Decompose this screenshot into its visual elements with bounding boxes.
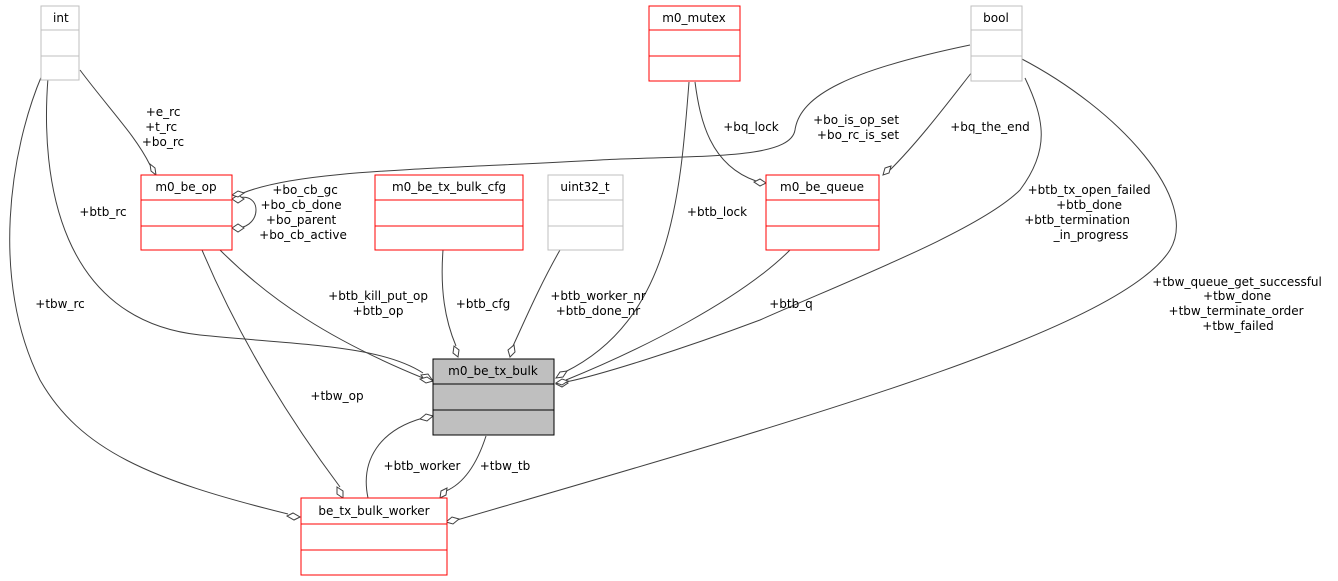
label-tbw-rc: +tbw_rc (35, 297, 84, 311)
edge-worker-to-bulk-diamond (418, 413, 435, 422)
node-m0-be-op[interactable]: m0_be_op (140, 174, 233, 251)
node-m0-be-tx-bulk-title: m0_be_tx_bulk (448, 364, 538, 378)
label-bq-lock: +bq_lock (723, 120, 779, 134)
edge-bool-to-be-op (242, 44, 971, 194)
node-be-tx-bulk-worker-title: be_tx_bulk_worker (318, 504, 429, 518)
edge-queue-to-bulk-diamond (554, 378, 570, 386)
label-btb-cfg: +btb_cfg (456, 297, 510, 311)
node-m0-be-tx-bulk[interactable]: m0_be_tx_bulk (432, 358, 555, 436)
edge-int-to-be-op (79, 69, 151, 166)
edge-be-op-to-bulk-diamond (418, 376, 435, 384)
edge-mutex-to-queue-diamond (753, 178, 767, 187)
edges (9, 44, 1177, 525)
node-uint32-t-title: uint32_t (560, 180, 610, 194)
node-int[interactable]: int (40, 5, 80, 81)
edge-int-to-be-op-diamond (149, 162, 157, 177)
edge-bool-to-bulk (565, 77, 1042, 383)
node-uint32-t[interactable]: uint32_t (547, 174, 624, 251)
label-op-self: +bo_cb_gc +bo_cb_done +bo_parent +bo_cb_… (259, 183, 347, 242)
edge-bool-to-worker (456, 57, 1177, 521)
label-btb-op: +btb_kill_put_op +btb_op (328, 289, 432, 318)
edge-cfg-to-bulk (441, 249, 457, 347)
label-op-bool: +bo_is_op_set +bo_rc_is_set (813, 113, 903, 142)
edge-bool-to-queue (889, 71, 973, 171)
node-m0-be-op-title: m0_be_op (155, 180, 216, 194)
node-m0-mutex-title: m0_mutex (662, 11, 726, 25)
label-tbw-tb: +tbw_tb (480, 459, 531, 473)
node-m0-mutex[interactable]: m0_mutex (648, 5, 741, 82)
label-btb-rc: +btb_rc (79, 205, 126, 219)
edge-bulk-to-worker-diamond (439, 487, 448, 499)
edge-bool-to-worker-diamond (444, 516, 461, 525)
node-bool-title: bool (983, 11, 1009, 25)
edge-uint-to-bulk-diamond (507, 344, 516, 358)
node-bool[interactable]: bool (970, 5, 1023, 82)
label-tbw-op: +tbw_op (310, 389, 363, 403)
edge-queue-to-bulk (565, 249, 791, 381)
node-m0-be-queue[interactable]: m0_be_queue (765, 174, 880, 251)
edge-int-to-worker-diamond (285, 512, 302, 521)
edge-be-op-to-worker (201, 249, 341, 488)
edge-bulk-to-worker (445, 435, 487, 492)
label-btb-lock: +btb_lock (687, 205, 747, 219)
edge-be-op-self-diamond-b (231, 223, 245, 233)
edge-uint-to-bulk (512, 249, 561, 347)
node-m0-be-tx-bulk-cfg[interactable]: m0_be_tx_bulk_cfg (374, 174, 524, 251)
label-tbw-bool: +tbw_queue_get_successful +tbw_done +tbw… (1152, 275, 1325, 333)
edge-be-op-to-bulk (219, 249, 424, 379)
edge-be-op-self (237, 196, 257, 229)
edge-bool-to-queue-diamond (882, 165, 892, 176)
edge-mutex-to-bulk (564, 81, 690, 373)
edge-mutex-to-bulk-diamond (554, 370, 569, 379)
node-m0-be-tx-bulk-cfg-title: m0_be_tx_bulk_cfg (392, 180, 506, 194)
label-btb-nr: +btb_worker_nr +btb_done_nr (550, 289, 649, 318)
label-btb-bool: +btb_tx_open_failed +btb_done +btb_termi… (1024, 183, 1154, 242)
edge-bool-to-be-op-diamond (230, 190, 246, 198)
label-btb-q: +btb_q (769, 297, 813, 311)
node-int-title: int (53, 11, 69, 25)
edge-labels: +e_rc +t_rc +bo_rc +bo_cb_gc +bo_cb_done… (35, 105, 1325, 473)
edge-worker-to-bulk (365, 417, 424, 499)
edge-mutex-to-queue (694, 81, 757, 182)
edge-cfg-to-bulk-diamond (452, 345, 460, 358)
edge-int-to-worker (9, 74, 289, 515)
edge-be-op-to-worker-diamond (336, 486, 344, 499)
label-btb-worker: +btb_worker (384, 459, 461, 473)
node-m0-be-queue-title: m0_be_queue (780, 180, 864, 194)
node-be-tx-bulk-worker[interactable]: be_tx_bulk_worker (300, 497, 448, 576)
label-op-rc: +e_rc +t_rc +bo_rc (142, 105, 184, 149)
label-bq-the-end: +bq_the_end (950, 120, 1030, 134)
edge-int-to-bulk (46, 77, 424, 374)
